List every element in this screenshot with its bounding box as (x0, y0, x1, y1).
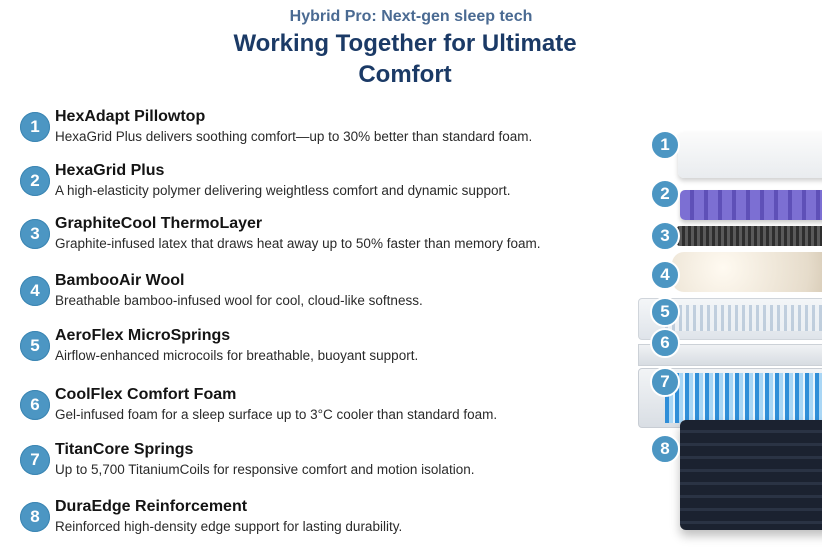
mattress-layers-illustration: 1 2 3 4 5 6 7 8 (630, 110, 822, 548)
comfort-foam-layer (638, 344, 822, 366)
feature-title: CoolFlex Comfort Foam (55, 386, 237, 403)
feature-item: 1 HexAdapt Pillowtop HexaGrid Plus deliv… (20, 108, 630, 154)
number-badge: 8 (20, 502, 50, 532)
layer-badge: 3 (650, 221, 680, 251)
number-badge: 6 (20, 390, 50, 420)
feature-title: AeroFlex MicroSprings (55, 327, 231, 344)
number-badge: 1 (20, 112, 50, 142)
layer-badge: 4 (650, 260, 680, 290)
feature-item: 7 TitanCore Springs Up to 5,700 Titanium… (20, 441, 630, 487)
layer-badge: 5 (650, 297, 680, 327)
feature-title: HexAdapt Pillowtop (55, 108, 206, 125)
number-badge: 2 (20, 166, 50, 196)
wool-layer (672, 252, 822, 292)
feature-description: Airflow-enhanced microcoils for breathab… (55, 348, 419, 363)
page-subtitle: Hybrid Pro: Next-gen sleep tech (289, 8, 533, 25)
layer-badge: 6 (650, 328, 680, 358)
number-badge: 5 (20, 331, 50, 361)
feature-title: TitanCore Springs (55, 441, 194, 458)
feature-title: DuraEdge Reinforcement (55, 498, 248, 515)
feature-description: Reinforced high-density edge support for… (55, 519, 403, 534)
edge-reinforcement-layer (680, 420, 822, 530)
page-title: Working Together for Ultimate Comfort (233, 30, 577, 88)
feature-item: 6 CoolFlex Comfort Foam Gel-infused foam… (20, 386, 630, 432)
graphite-layer (676, 226, 822, 246)
feature-description: Breathable bamboo-infused wool for cool,… (55, 293, 423, 308)
feature-item: 5 AeroFlex MicroSprings Airflow-enhanced… (20, 327, 630, 373)
hexagrid-layer (680, 190, 822, 220)
number-badge: 7 (20, 445, 50, 475)
feature-description: Up to 5,700 TitaniumCoils for responsive… (55, 462, 475, 477)
feature-description: Gel-infused foam for a sleep surface up … (55, 407, 498, 422)
feature-title: GraphiteCool ThermoLayer (55, 215, 263, 232)
number-badge: 4 (20, 276, 50, 306)
layer-badge: 2 (650, 179, 680, 209)
feature-title: BambooAir Wool (55, 272, 185, 289)
feature-item: 2 HexaGrid Plus A high-elasticity polyme… (20, 162, 630, 208)
layer-badge: 8 (650, 434, 680, 464)
feature-item: 4 BambooAir Wool Breathable bamboo-infus… (20, 272, 630, 318)
feature-title: HexaGrid Plus (55, 162, 165, 179)
pillowtop-layer (678, 132, 822, 178)
number-badge: 3 (20, 219, 50, 249)
feature-item: 8 DuraEdge Reinforcement Reinforced high… (20, 498, 630, 544)
feature-item: 3 GraphiteCool ThermoLayer Graphite-infu… (20, 215, 630, 261)
layer-badge: 7 (650, 367, 680, 397)
layer-badge: 1 (650, 130, 680, 160)
feature-description: A high-elasticity polymer delivering wei… (55, 183, 511, 198)
feature-description: HexaGrid Plus delivers soothing comfort—… (55, 129, 533, 144)
feature-description: Graphite-infused latex that draws heat a… (55, 236, 541, 251)
